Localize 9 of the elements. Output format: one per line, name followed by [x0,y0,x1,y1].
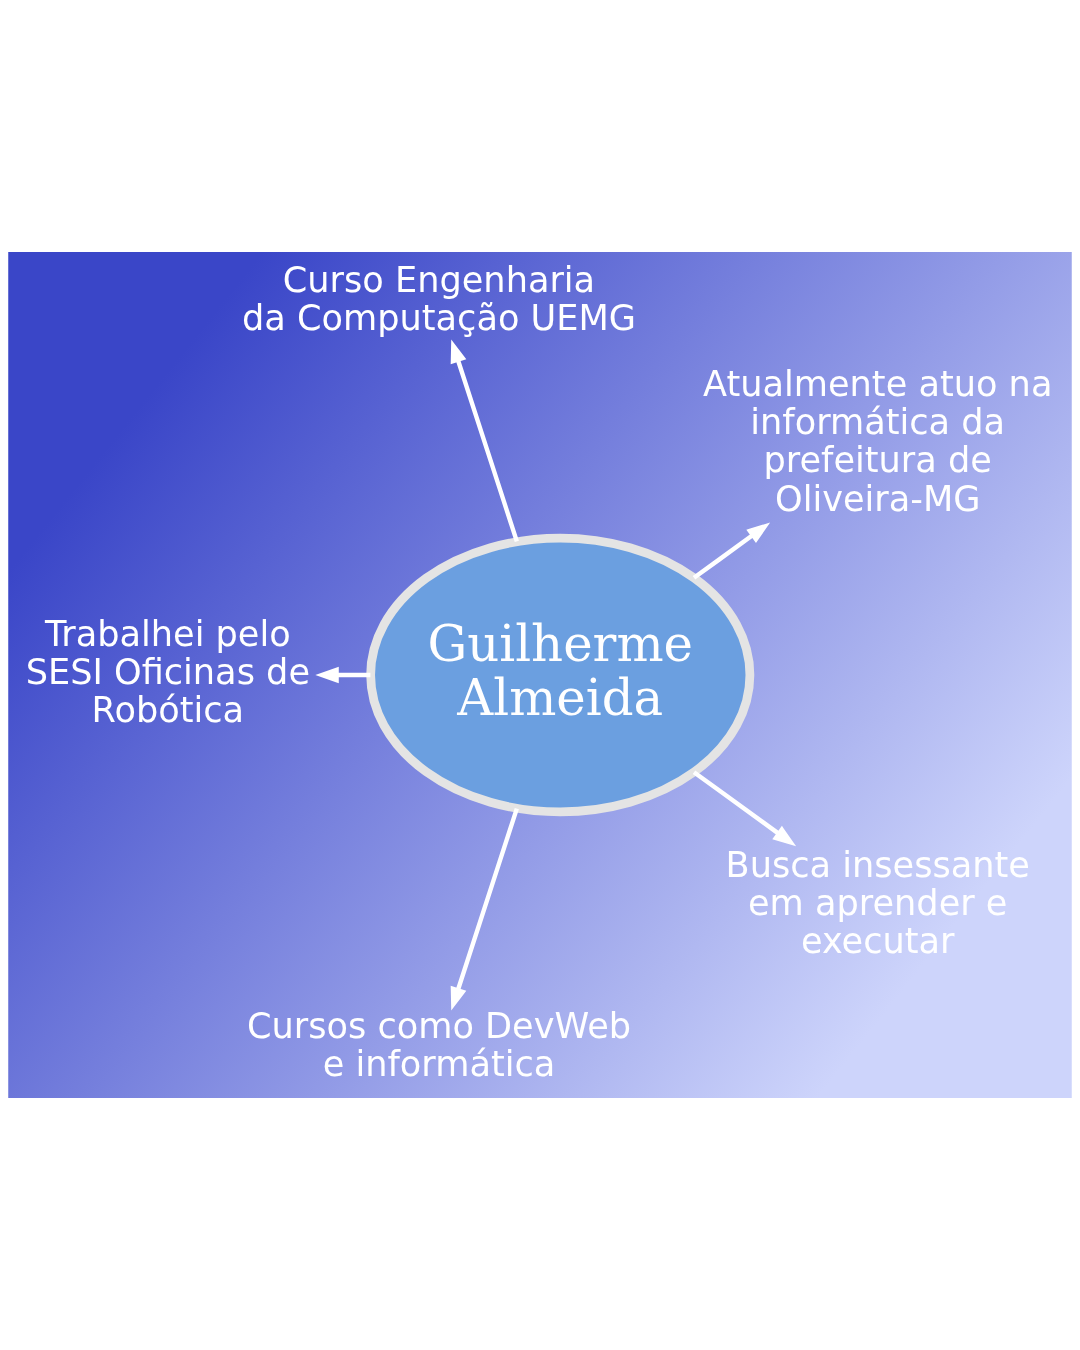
node-text: Atualmente atuo na informática da prefeitura de Oliveira-MG [703,363,1053,519]
arrow [692,522,771,580]
node-text: Cursos como DevWeb e informática [246,1005,632,1085]
arrow [315,666,371,684]
arrow [450,339,519,542]
arrow [450,808,519,1011]
node-text: Curso Engenharia da Computação UEMG [242,258,636,338]
arrow [692,770,797,847]
node-text: Trabalhei pelo SESI Oficinas de Robótica [25,613,311,731]
